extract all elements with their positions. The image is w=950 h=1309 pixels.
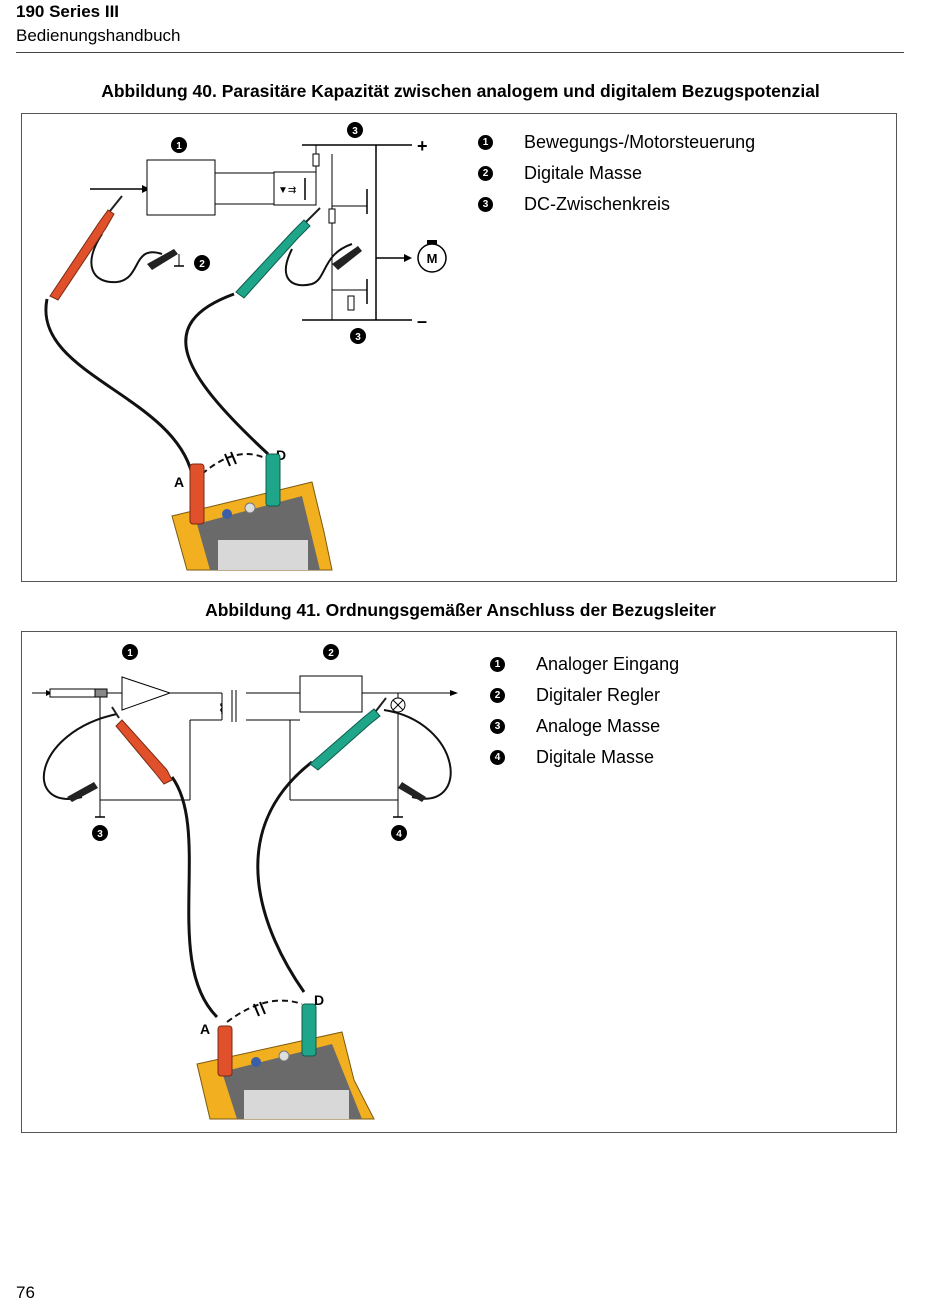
probe-a-label: A xyxy=(200,1021,210,1037)
header-title: 190 Series III xyxy=(16,2,120,21)
probe-a-label: A xyxy=(174,474,184,490)
motor-label: M xyxy=(427,251,438,266)
controller-block xyxy=(146,159,216,216)
header-subtitle: Bedienungshandbuch xyxy=(16,26,181,45)
svg-text:4: 4 xyxy=(396,829,402,840)
svg-text:⌇: ⌇ xyxy=(218,701,225,717)
svg-text:3: 3 xyxy=(97,829,103,840)
figure-40-caption: Abbildung 40. Parasitäre Kapazität zwisc… xyxy=(101,81,820,101)
plus-label: + xyxy=(417,136,428,156)
digital-controller-block xyxy=(299,675,363,713)
probe-d-label: D xyxy=(276,447,286,463)
page-number: 76 xyxy=(16,1283,35,1302)
figure-41-caption: Abbildung 41. Ordnungsgemäßer Anschluss … xyxy=(205,600,716,620)
svg-text:2: 2 xyxy=(199,259,205,270)
svg-text:▼⇉: ▼⇉ xyxy=(278,185,296,196)
minus-label: – xyxy=(417,311,427,331)
svg-text:1: 1 xyxy=(176,141,182,152)
figure-41-diagram: ⌇ 1 2 3 4 xyxy=(32,644,458,1120)
amplifier xyxy=(121,676,172,711)
figure-41-box: ⌇ 1 2 3 4 xyxy=(21,631,897,1133)
figure-40-diagram: ▼⇉ M + – 1 2 3 3 xyxy=(44,122,447,571)
probe-d-label: D xyxy=(314,992,324,1008)
svg-text:3: 3 xyxy=(355,332,361,343)
svg-text:3: 3 xyxy=(352,126,358,137)
svg-text:2: 2 xyxy=(328,648,334,659)
header-rule xyxy=(16,52,904,53)
figure-40-box: ▼⇉ M + – 1 2 3 3 xyxy=(21,113,897,582)
svg-text:1: 1 xyxy=(127,648,133,659)
